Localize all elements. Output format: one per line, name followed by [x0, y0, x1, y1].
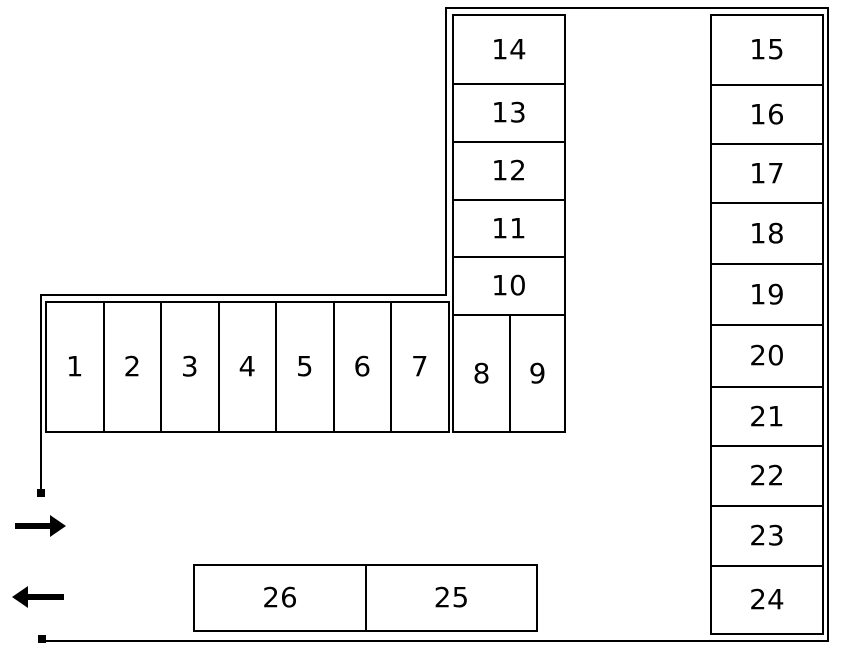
parking-space-5: 5 — [275, 301, 335, 433]
parking-space-12: 12 — [452, 141, 566, 201]
parking-space-24: 24 — [710, 565, 824, 635]
parking-space-11: 11 — [452, 199, 566, 258]
parking-space-4: 4 — [217, 301, 277, 433]
parking-space-21: 21 — [710, 386, 824, 447]
parking-space-6: 6 — [332, 301, 392, 433]
wall-endpoint-marker-upper — [37, 489, 45, 497]
parking-space-8: 8 — [452, 314, 511, 433]
parking-space-3: 3 — [160, 301, 220, 433]
parking-space-20: 20 — [710, 324, 824, 388]
parking-space-16: 16 — [710, 84, 824, 145]
parking-space-23: 23 — [710, 505, 824, 567]
parking-space-7: 7 — [390, 301, 450, 433]
entry-arrow-icon — [15, 515, 66, 537]
parking-space-2: 2 — [102, 301, 162, 433]
wall-endpoint-marker-lower — [38, 635, 46, 643]
parking-space-18: 18 — [710, 202, 824, 265]
parking-space-9: 9 — [509, 314, 566, 433]
parking-space-17: 17 — [710, 143, 824, 204]
parking-space-22: 22 — [710, 445, 824, 507]
parking-space-15: 15 — [710, 14, 824, 86]
parking-space-14: 14 — [452, 14, 566, 85]
parking-space-26: 26 — [193, 564, 367, 632]
boundary-wall — [40, 7, 829, 642]
parking-space-25: 25 — [365, 564, 538, 632]
exit-arrow-icon — [12, 586, 64, 608]
parking-space-10: 10 — [452, 256, 566, 316]
parking-space-19: 19 — [710, 263, 824, 326]
parking-space-1: 1 — [45, 301, 105, 433]
parking-space-13: 13 — [452, 83, 566, 143]
